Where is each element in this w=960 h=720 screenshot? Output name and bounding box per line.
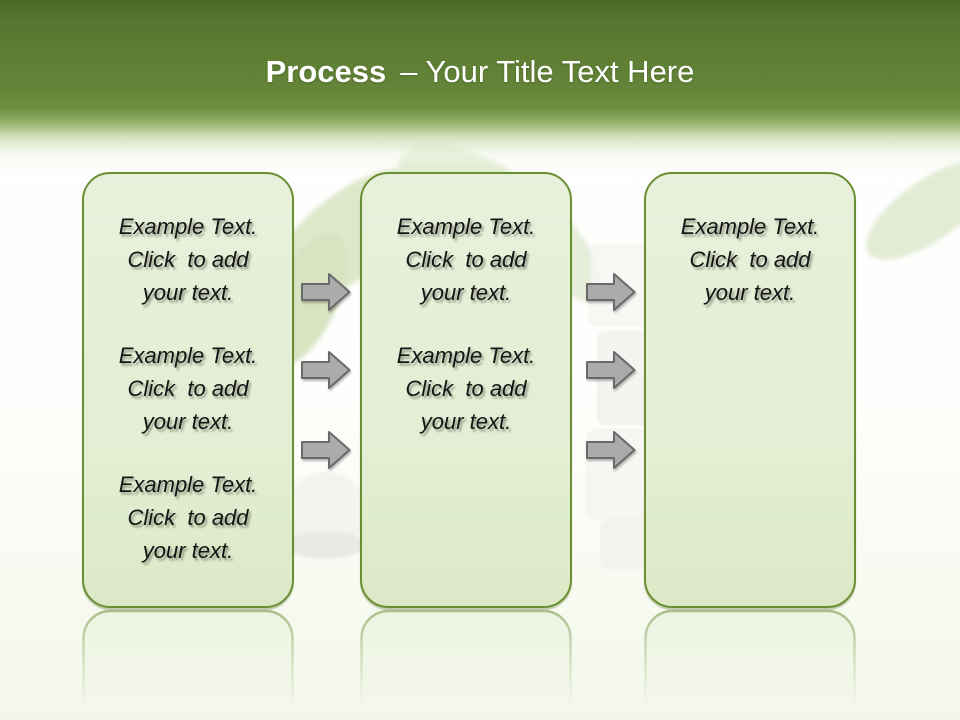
right-block-arrow-icon (301, 271, 351, 313)
right-block-arrow-icon (301, 429, 351, 471)
title-bar (0, 0, 960, 175)
text-placeholder[interactable]: Example Text. Click to add your text. (680, 214, 820, 305)
text-placeholder[interactable]: Example Text. Click to add your text. (118, 472, 258, 563)
text-placeholder[interactable]: Example Text. Click to add your text. (396, 214, 536, 305)
text-placeholder[interactable]: Example Text. Click to add your text. (396, 343, 536, 434)
tablet-watermark (283, 472, 367, 559)
right-block-arrow-icon (586, 349, 636, 391)
right-block-arrow-icon (586, 271, 636, 313)
right-block-arrow-icon (586, 429, 636, 471)
box-reflections (82, 609, 856, 720)
process-step-3-box[interactable]: Example Text. Click to add your text. (644, 172, 856, 608)
process-step-2-box[interactable]: Example Text. Click to add your text. Ex… (360, 172, 572, 608)
text-placeholder[interactable]: Example Text. Click to add your text. (118, 214, 258, 305)
right-block-arrow-icon (301, 349, 351, 391)
process-step-1-box[interactable]: Example Text. Click to add your text. Ex… (82, 172, 294, 608)
slide-title-text: – Your Title Text Here (400, 54, 695, 89)
slide-title[interactable]: Process – Your Title Text Here (0, 52, 960, 92)
slide-title-keyword: Process (265, 54, 387, 89)
text-placeholder[interactable]: Example Text. Click to add your text. (118, 343, 258, 434)
